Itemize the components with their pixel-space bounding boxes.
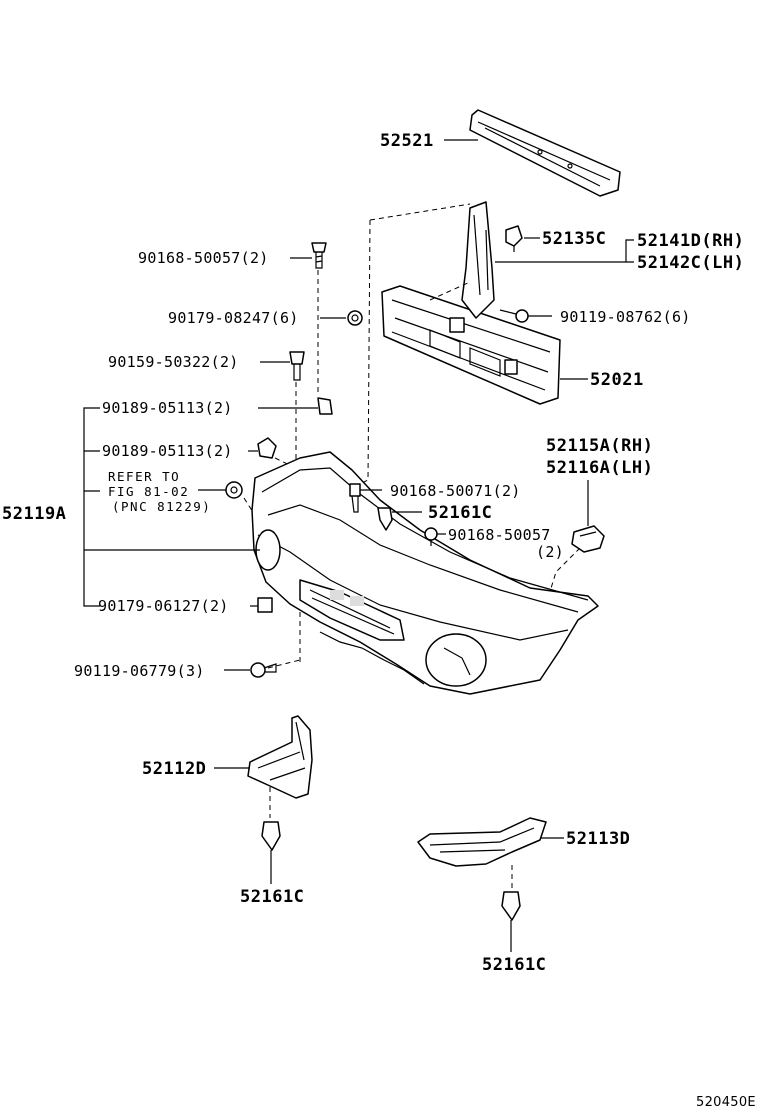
label-refer-to: REFER TO	[108, 469, 180, 484]
clip-90189-05113-b[interactable]	[257, 437, 277, 459]
label-90168-50071: 90168-50071(2)	[390, 482, 521, 500]
label-90189-05113-a: 90189-05113(2)	[102, 399, 233, 417]
part-52021-reinforcement[interactable]	[381, 285, 561, 405]
label-52115a: 52115A(RH)	[546, 436, 653, 456]
label-52141d: 52141D(RH)	[637, 231, 744, 251]
part-52119a-bumper-cover[interactable]	[251, 451, 599, 695]
clip-52161c-mid[interactable]	[377, 507, 393, 531]
bracket-52141d	[495, 239, 634, 263]
label-90189-05113-b: 90189-05113(2)	[102, 442, 233, 460]
label-90179-08247: 90179-08247(6)	[168, 309, 299, 327]
label-52116a: 52116A(LH)	[546, 458, 653, 478]
label-52161c-mid: 52161C	[428, 503, 492, 523]
label-52161c-left: 52161C	[240, 887, 304, 907]
label-90168-50057-top: 90168-50057(2)	[138, 249, 269, 267]
clip-90179-06127[interactable]	[257, 597, 273, 613]
part-52521-bar[interactable]	[469, 109, 621, 197]
label-90159-50322: 90159-50322(2)	[108, 353, 239, 371]
clip-52161c-bottom[interactable]	[501, 891, 521, 926]
bolt-90168-50071[interactable]	[349, 483, 361, 513]
part-52113d-bracket[interactable]	[417, 817, 547, 867]
screw-90159-50322[interactable]	[289, 351, 305, 381]
bracket-52119a	[83, 407, 260, 607]
label-52113d: 52113D	[566, 829, 630, 849]
bolt-90168-50057-top[interactable]	[311, 242, 327, 269]
label-90119-06779: 90119-06779(3)	[74, 662, 205, 680]
retainer-52115a[interactable]	[571, 525, 605, 553]
label-52112d: 52112D	[142, 759, 206, 779]
nut-90179-08247[interactable]	[347, 310, 363, 326]
label-90179-06127: 90179-06127(2)	[98, 597, 229, 615]
label-90168-50057-mid: 90168-50057	[448, 526, 551, 544]
label-52119a: 52119A	[2, 504, 66, 524]
bolt-90119-06779[interactable]	[250, 662, 277, 678]
clip-52161c-left[interactable]	[261, 821, 281, 856]
label-52021: 52021	[590, 370, 644, 390]
label-refer-fig: FIG 81-02	[108, 484, 189, 499]
part-52141d-bracket[interactable]	[461, 201, 495, 319]
diagram-code: 520450E	[696, 1095, 756, 1110]
label-52142c: 52142C(LH)	[637, 253, 744, 273]
label-52521: 52521	[380, 131, 434, 151]
label-52161c-bottom: 52161C	[482, 955, 546, 975]
label-refer-pnc: (PNC 81229)	[112, 499, 211, 514]
clip-90189-05113-a[interactable]	[317, 397, 333, 415]
bolt-90119-08762[interactable]	[499, 309, 529, 323]
clip-52135c[interactable]	[505, 225, 523, 252]
part-52112d-bracket[interactable]	[247, 715, 313, 799]
label-52135c: 52135C	[542, 229, 606, 249]
label-90168-50057-mid-qty: (2)	[536, 543, 564, 561]
label-90119-08762: 90119-08762(6)	[560, 308, 691, 326]
fastener-81229-ref[interactable]	[225, 481, 243, 499]
